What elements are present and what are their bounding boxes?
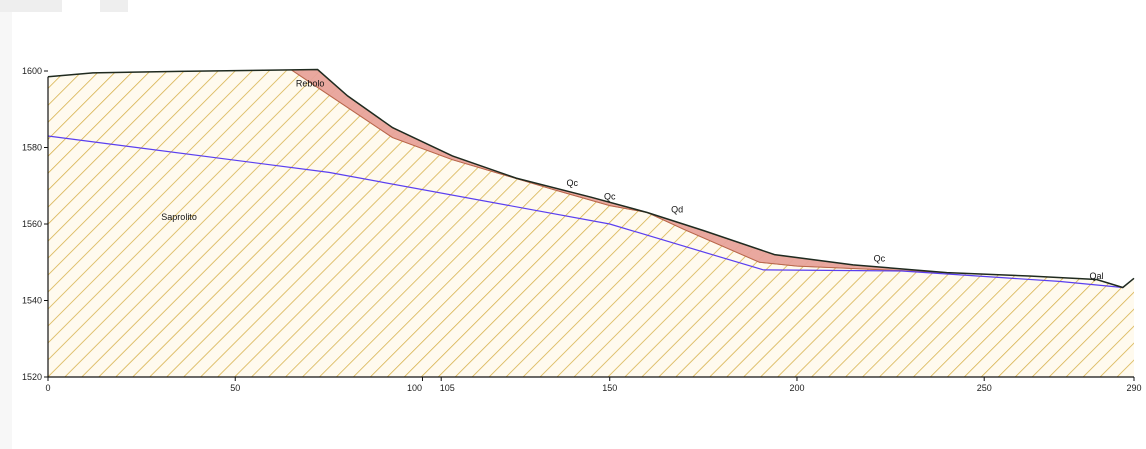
unit-label: Qal <box>1090 271 1104 281</box>
ground-surface-line <box>47 68 1135 289</box>
x-tick-label: 105 <box>440 383 455 393</box>
toolbar-tab[interactable] <box>0 0 62 12</box>
y-tick-label: 1560 <box>22 219 42 229</box>
axes: 0 50 100 105 150 200 250 290 1600 1580 1560 1540 152… <box>22 66 1142 393</box>
x-tick-label: 50 <box>230 383 240 393</box>
unit-label: Saprolito <box>161 212 197 222</box>
x-tick-label: 200 <box>789 383 804 393</box>
colluvium-base-line <box>291 69 947 274</box>
x-tick-label: 250 <box>977 383 992 393</box>
x-tick-label: 150 <box>602 383 617 393</box>
saprolito-layer <box>48 69 1134 377</box>
profile-lines <box>47 68 1135 289</box>
water-table-line <box>47 135 1123 289</box>
x-tick-label: 100 <box>407 383 422 393</box>
unit-label: Qc <box>567 178 579 188</box>
unit-label: Rebolo <box>296 78 325 88</box>
y-tick-label: 1540 <box>22 296 42 306</box>
saprolito-fill <box>48 69 1134 377</box>
x-tick-label: 0 <box>45 383 50 393</box>
y-tick-label: 1520 <box>22 372 42 382</box>
unit-label: Qd <box>671 205 683 215</box>
y-tick-label: 1600 <box>22 66 42 76</box>
toolbar-tab[interactable] <box>100 0 128 12</box>
unit-label: Qc <box>874 253 886 263</box>
x-tick-label: 290 <box>1126 383 1141 393</box>
unit-label: Qc <box>604 192 616 202</box>
window-left-edge <box>0 0 12 449</box>
y-tick-label: 1580 <box>22 143 42 153</box>
